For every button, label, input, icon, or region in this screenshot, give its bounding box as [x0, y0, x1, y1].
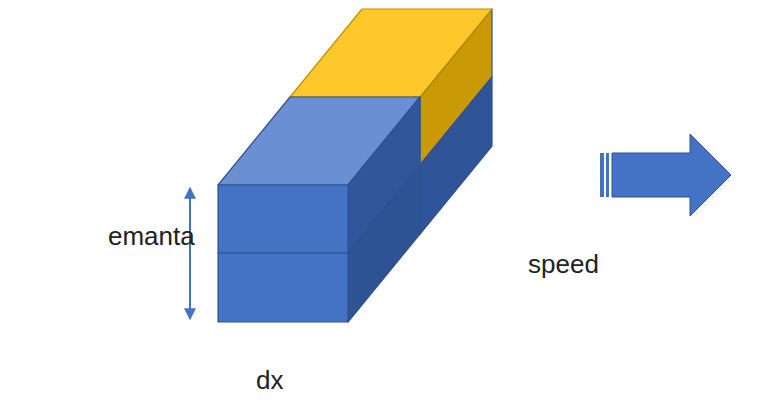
front-face [218, 185, 348, 253]
side-face [420, 77, 492, 234]
height-arrow [189, 188, 191, 319]
speed-arrow [600, 134, 731, 216]
dimension-label: dx [256, 366, 283, 395]
side-face [348, 165, 420, 322]
yellow-top-face [290, 9, 492, 97]
dimension-label: emanta [108, 222, 195, 251]
front-face [218, 253, 348, 322]
speed-label: speed [528, 250, 599, 279]
